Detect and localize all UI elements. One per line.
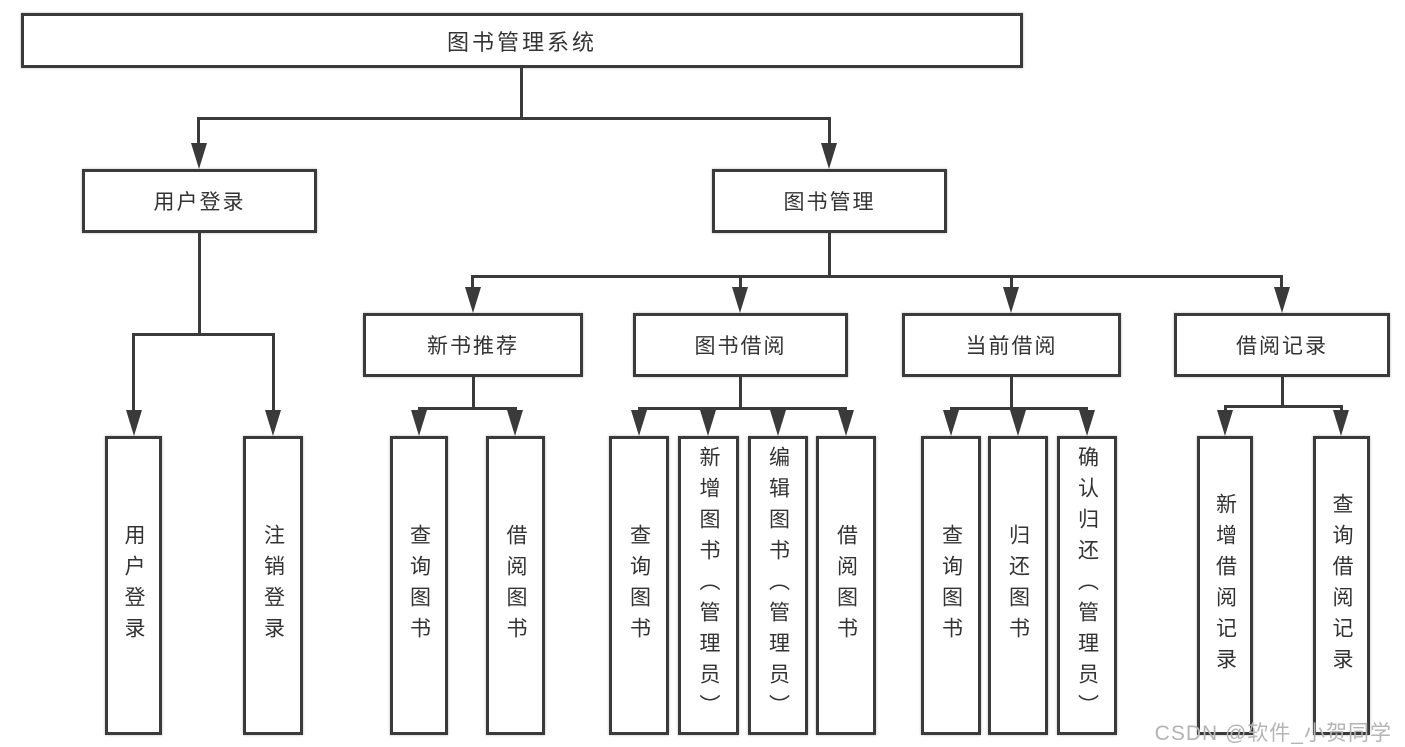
connector-line	[132, 333, 275, 336]
connector-line	[197, 117, 200, 147]
connector-line	[1224, 405, 1343, 408]
connector-line	[638, 407, 847, 410]
leaf-label: 编辑图书（管理员）	[766, 446, 790, 725]
leaf-label: 用户登录	[122, 523, 145, 648]
arrow-down-icon	[126, 410, 142, 436]
connector-line	[198, 233, 201, 336]
connector-line	[828, 233, 831, 278]
leaf-edit-books-admin: 编辑图书（管理员）	[748, 436, 808, 735]
node-new-book-recommendation: 新书推荐	[363, 313, 583, 377]
leaf-label: 新增借阅记录	[1213, 492, 1237, 679]
connector-line	[739, 377, 742, 410]
leaf-search-books-borrowing: 查询图书	[609, 436, 669, 735]
connector-line	[272, 333, 275, 413]
node-root: 图书管理系统	[21, 13, 1023, 68]
arrow-down-icon	[770, 410, 786, 436]
arrow-down-icon	[191, 143, 207, 169]
arrow-down-icon	[1010, 410, 1026, 436]
leaf-return-books: 归还图书	[988, 436, 1048, 735]
arrow-down-icon	[465, 287, 481, 313]
connector-line	[950, 407, 1088, 410]
leaf-search-books-current: 查询图书	[921, 436, 981, 735]
connector-line	[1010, 275, 1013, 291]
leaf-confirm-return-admin: 确认归还（管理员）	[1057, 436, 1117, 735]
leaf-label: 查询借阅记录	[1330, 492, 1353, 679]
connector-line	[197, 117, 831, 120]
leaf-search-books-recommend: 查询图书	[390, 436, 448, 735]
arrow-down-icon	[1079, 410, 1095, 436]
leaf-add-books-admin: 新增图书（管理员）	[678, 436, 739, 735]
leaf-add-borrow-record: 新增借阅记录	[1197, 436, 1253, 735]
node-borrowing-records: 借阅记录	[1174, 313, 1390, 377]
node-user-login: 用户登录	[82, 169, 317, 233]
leaf-label: 查询图书	[939, 523, 963, 648]
node-book-borrowing: 图书借阅	[633, 313, 848, 377]
connector-line	[472, 377, 475, 410]
node-current-borrowing: 当前借阅	[902, 313, 1121, 377]
connector-line	[1010, 377, 1013, 410]
arrow-down-icon	[838, 410, 854, 436]
arrow-down-icon	[821, 143, 837, 169]
arrow-down-icon	[943, 410, 959, 436]
leaf-label: 确认归还（管理员）	[1075, 446, 1099, 725]
connector-line	[471, 275, 474, 291]
connector-line	[418, 407, 517, 410]
connector-line	[471, 275, 1282, 278]
connector-line	[1280, 275, 1283, 291]
leaf-search-borrow-record: 查询借阅记录	[1313, 436, 1370, 735]
arrow-down-icon	[1217, 410, 1233, 436]
leaf-label: 查询图书	[627, 523, 651, 648]
connector-line	[739, 275, 742, 291]
leaf-label: 借阅图书	[504, 523, 527, 648]
arrow-down-icon	[732, 287, 748, 313]
connector-line	[520, 68, 523, 120]
arrow-down-icon	[265, 410, 281, 436]
arrow-down-icon	[1274, 287, 1290, 313]
leaf-label: 注销登录	[261, 523, 285, 648]
leaf-label: 新增图书（管理员）	[697, 446, 720, 725]
arrow-down-icon	[631, 410, 647, 436]
connector-line	[1281, 377, 1284, 408]
connector-line	[132, 333, 135, 413]
leaf-borrow-books: 借阅图书	[816, 436, 876, 735]
leaf-label: 查询图书	[407, 523, 431, 648]
arrow-down-icon	[411, 410, 427, 436]
arrow-down-icon	[700, 410, 716, 436]
arrow-down-icon	[507, 410, 523, 436]
node-book-management: 图书管理	[712, 169, 947, 233]
connector-line	[828, 117, 831, 147]
leaf-borrow-books-recommend: 借阅图书	[486, 436, 545, 735]
arrow-down-icon	[1003, 287, 1019, 313]
leaf-label: 借阅图书	[834, 523, 858, 648]
leaf-label: 归还图书	[1006, 523, 1030, 648]
leaf-user-login: 用户登录	[105, 436, 162, 735]
arrow-down-icon	[1333, 410, 1349, 436]
leaf-logout: 注销登录	[243, 436, 303, 735]
csdn-watermark: CSDN @软件_小贺同学	[1154, 722, 1392, 745]
